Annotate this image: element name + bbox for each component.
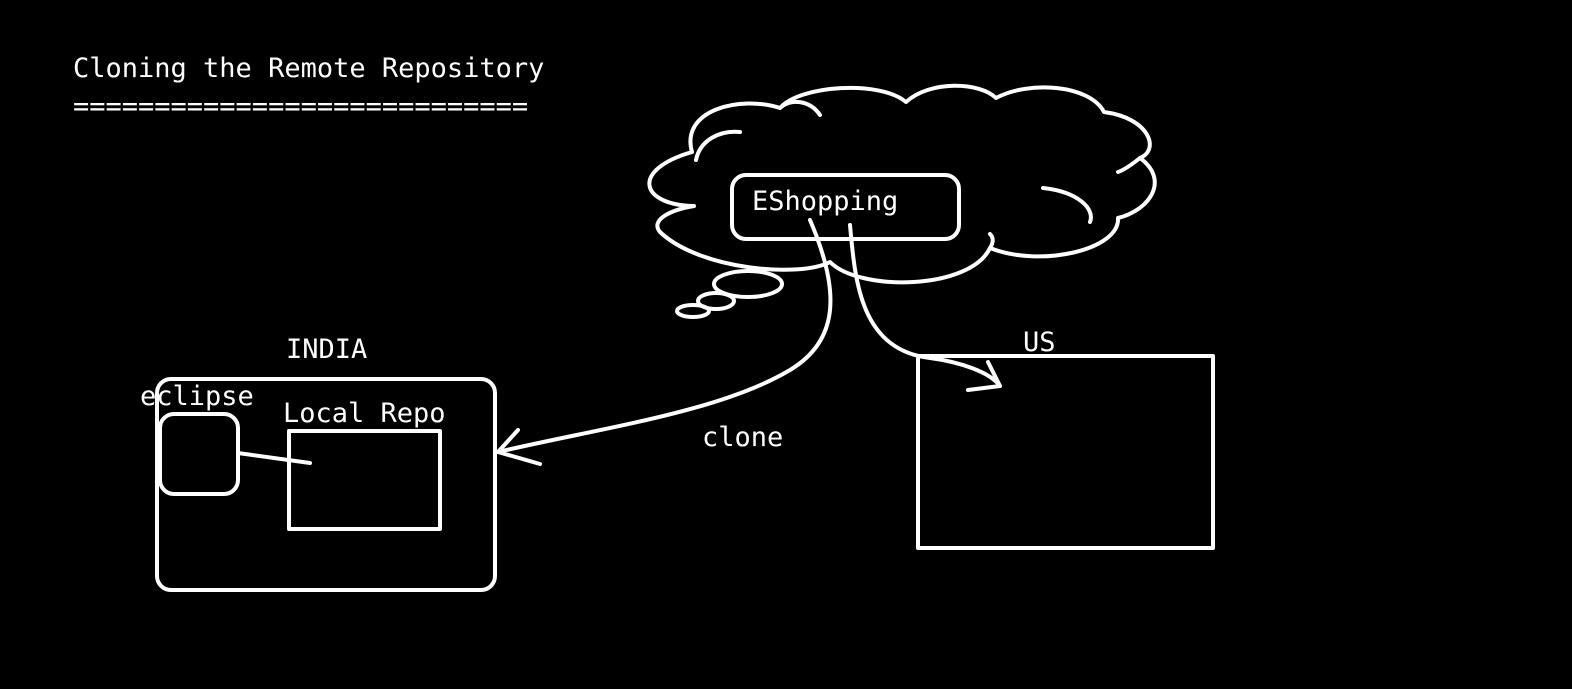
clone-arrow-us <box>848 223 1002 388</box>
eclipse-box <box>158 412 240 496</box>
clone-arrow-india-head <box>496 428 542 466</box>
remote-repo-box <box>730 173 961 241</box>
us-box <box>916 354 1215 550</box>
thought-bubble-large <box>712 269 784 299</box>
clone-label: clone <box>702 422 784 453</box>
india-box <box>155 377 497 592</box>
local-repo-label: Local Repo <box>283 398 446 429</box>
page-title: Cloning the Remote Repository <box>73 53 545 84</box>
remote-repo-label: EShopping <box>752 186 899 217</box>
title-underline: ============================ <box>73 91 529 122</box>
eclipse-to-local-connector <box>236 451 312 465</box>
local-repo-box <box>287 429 442 531</box>
clone-arrow-us-head <box>966 360 1002 392</box>
thought-bubble-small <box>675 303 711 319</box>
india-label: INDIA <box>286 334 368 365</box>
thought-bubble-medium <box>696 291 736 311</box>
us-label: US <box>1023 327 1056 358</box>
cloud-shape <box>647 83 1157 285</box>
clone-arrow-india <box>496 218 833 454</box>
eclipse-label: eclipse <box>140 381 254 412</box>
